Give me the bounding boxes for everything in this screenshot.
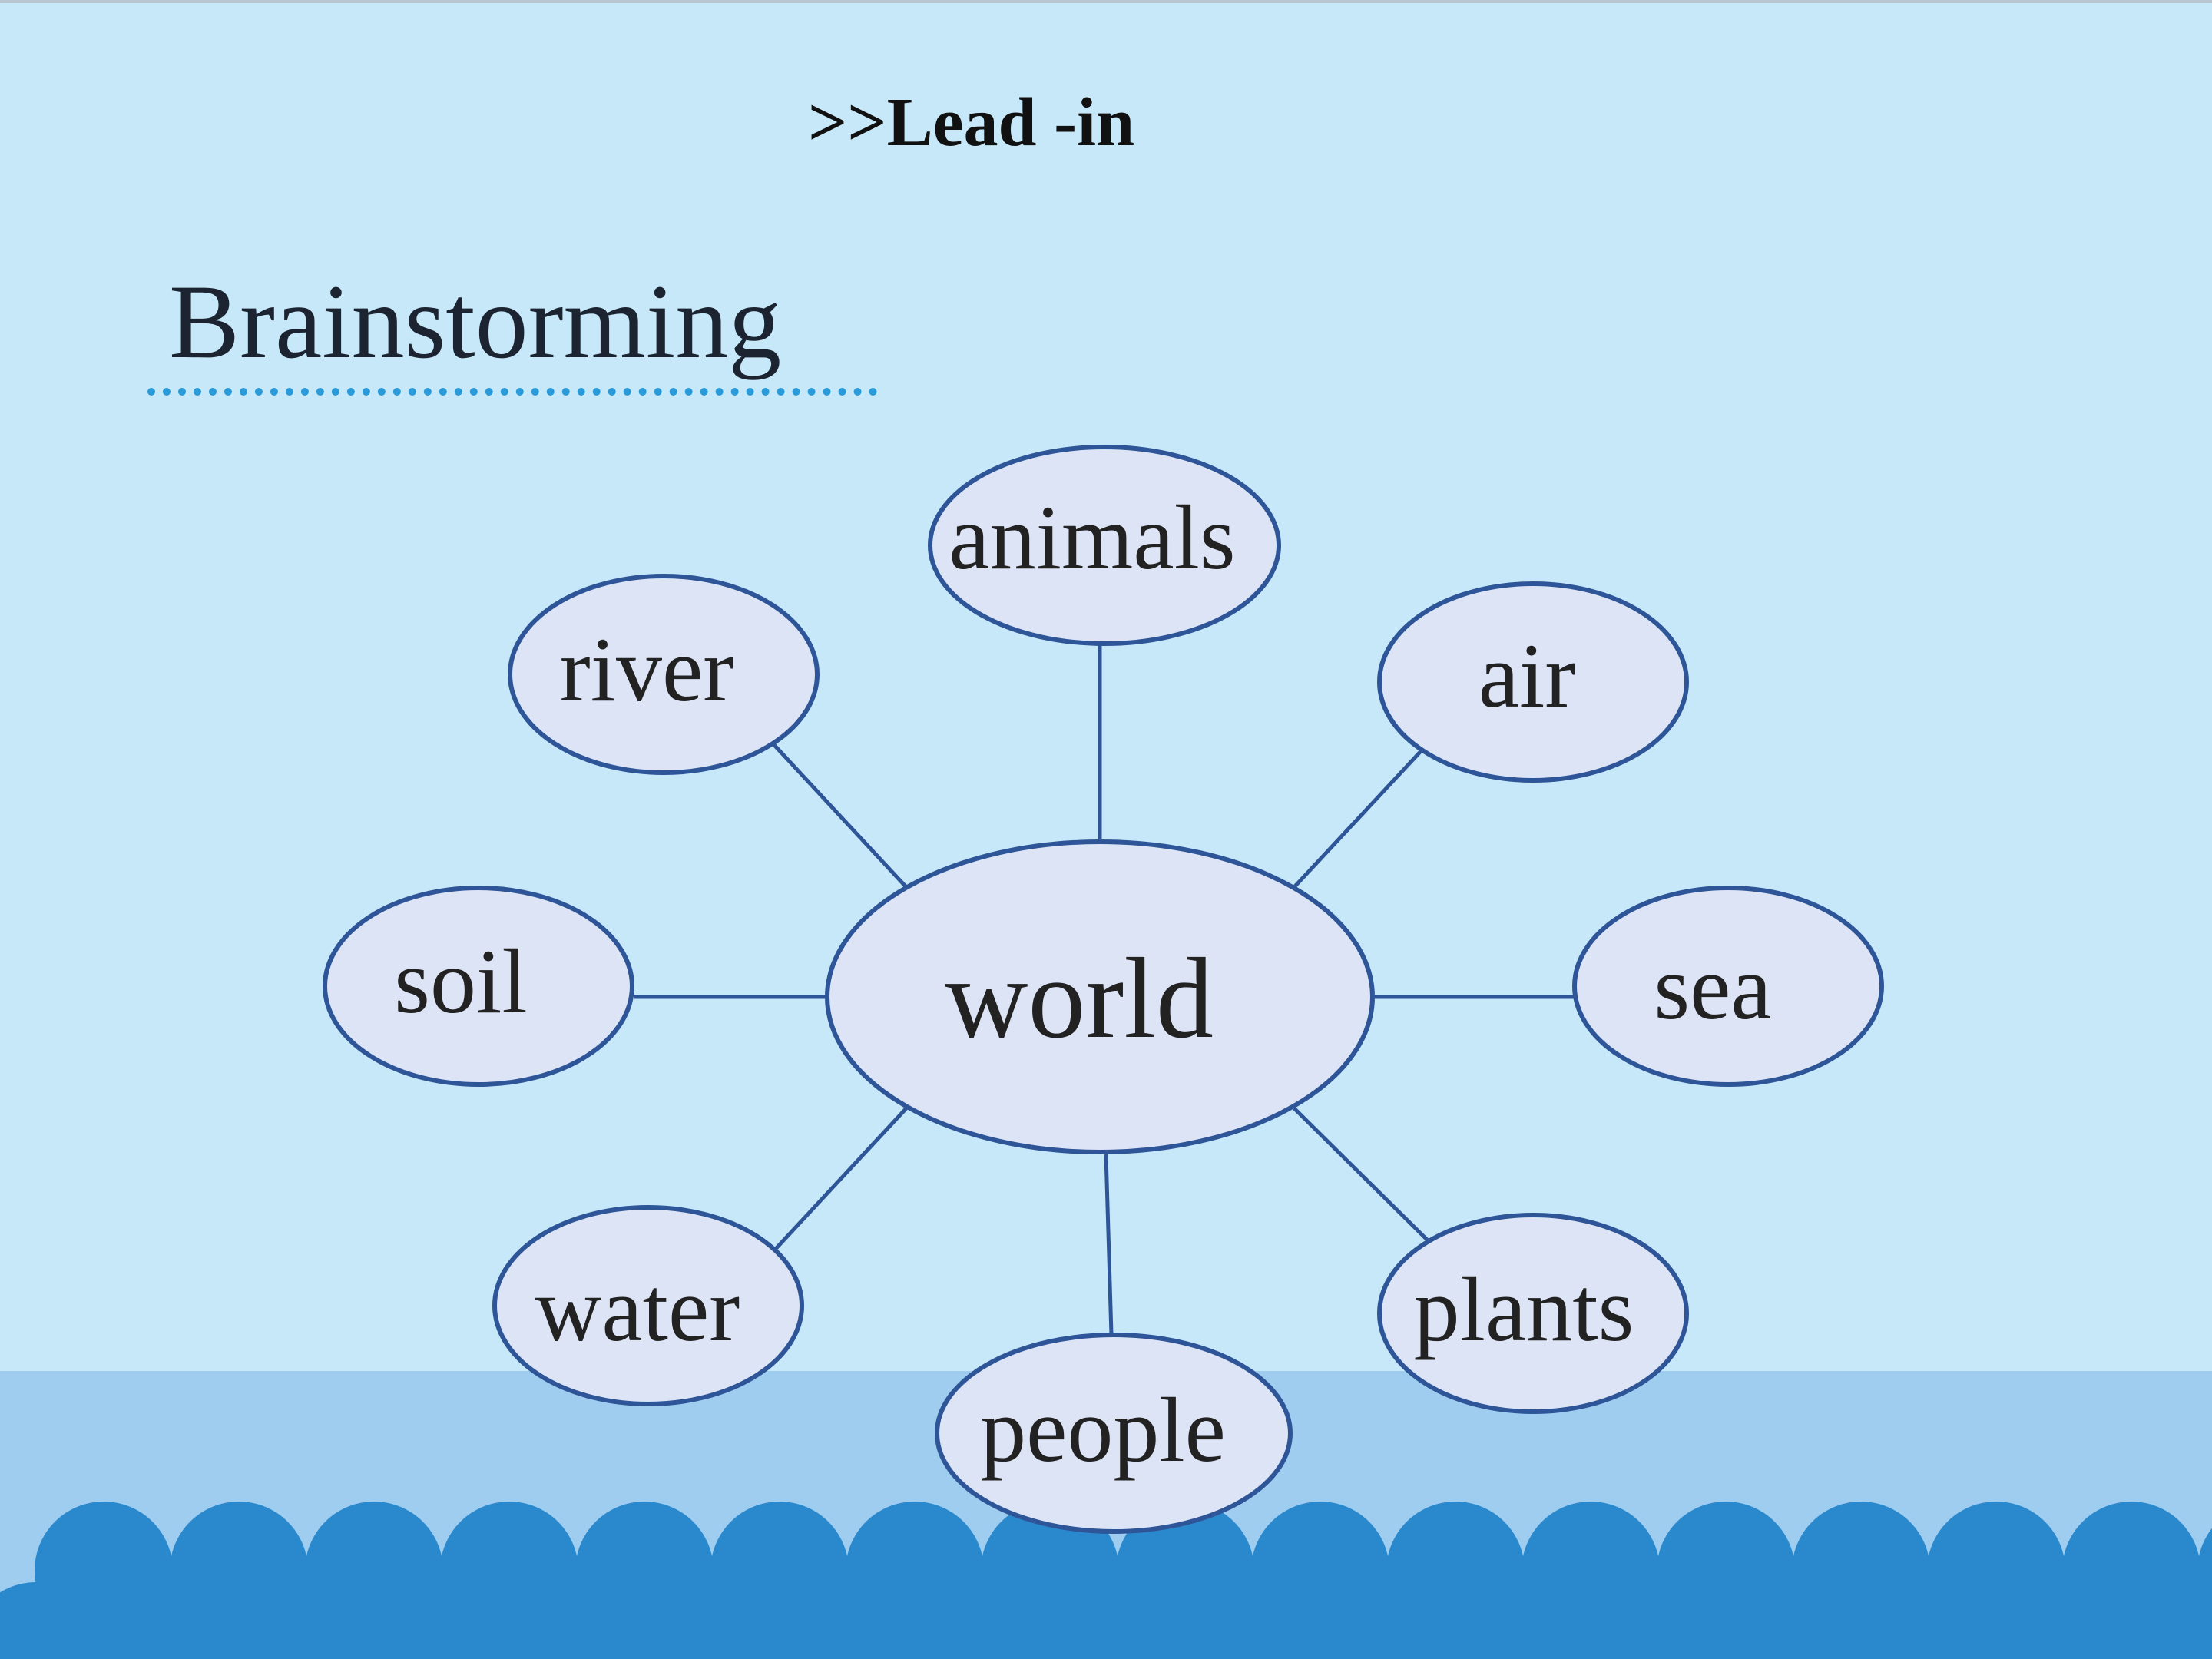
node-river: river bbox=[508, 574, 820, 775]
center-node-world: world bbox=[825, 839, 1375, 1154]
node-sea: sea bbox=[1572, 886, 1884, 1087]
node-animals: animals bbox=[928, 445, 1281, 646]
node-label: sea bbox=[1654, 936, 1771, 1038]
node-label: air bbox=[1479, 624, 1576, 727]
dotted-underline bbox=[147, 388, 877, 396]
connector-plants bbox=[1293, 1107, 1432, 1244]
node-label: water bbox=[535, 1258, 740, 1360]
node-label: soil bbox=[394, 930, 527, 1032]
node-label: plants bbox=[1414, 1258, 1634, 1360]
connectors bbox=[634, 644, 1575, 1336]
connector-water bbox=[773, 1107, 908, 1252]
node-label: river bbox=[560, 618, 734, 720]
node-label: people bbox=[980, 1379, 1226, 1481]
node-label: animals bbox=[949, 486, 1235, 588]
node-people: people bbox=[935, 1333, 1293, 1534]
header-title: >>Lead -in bbox=[808, 84, 1135, 161]
connector-people bbox=[1104, 1154, 1114, 1336]
connector-air bbox=[1293, 750, 1422, 889]
wave-decoration bbox=[0, 1502, 2212, 1659]
wave-base bbox=[0, 1628, 2212, 1659]
node-air: air bbox=[1377, 581, 1689, 783]
top-border bbox=[0, 0, 2212, 3]
connector-river bbox=[773, 743, 908, 889]
node-water: water bbox=[492, 1205, 804, 1406]
node-plants: plants bbox=[1377, 1213, 1689, 1414]
center-label: world bbox=[945, 935, 1214, 1062]
section-title: Brainstorming bbox=[169, 263, 782, 380]
node-soil: soil bbox=[323, 886, 634, 1087]
